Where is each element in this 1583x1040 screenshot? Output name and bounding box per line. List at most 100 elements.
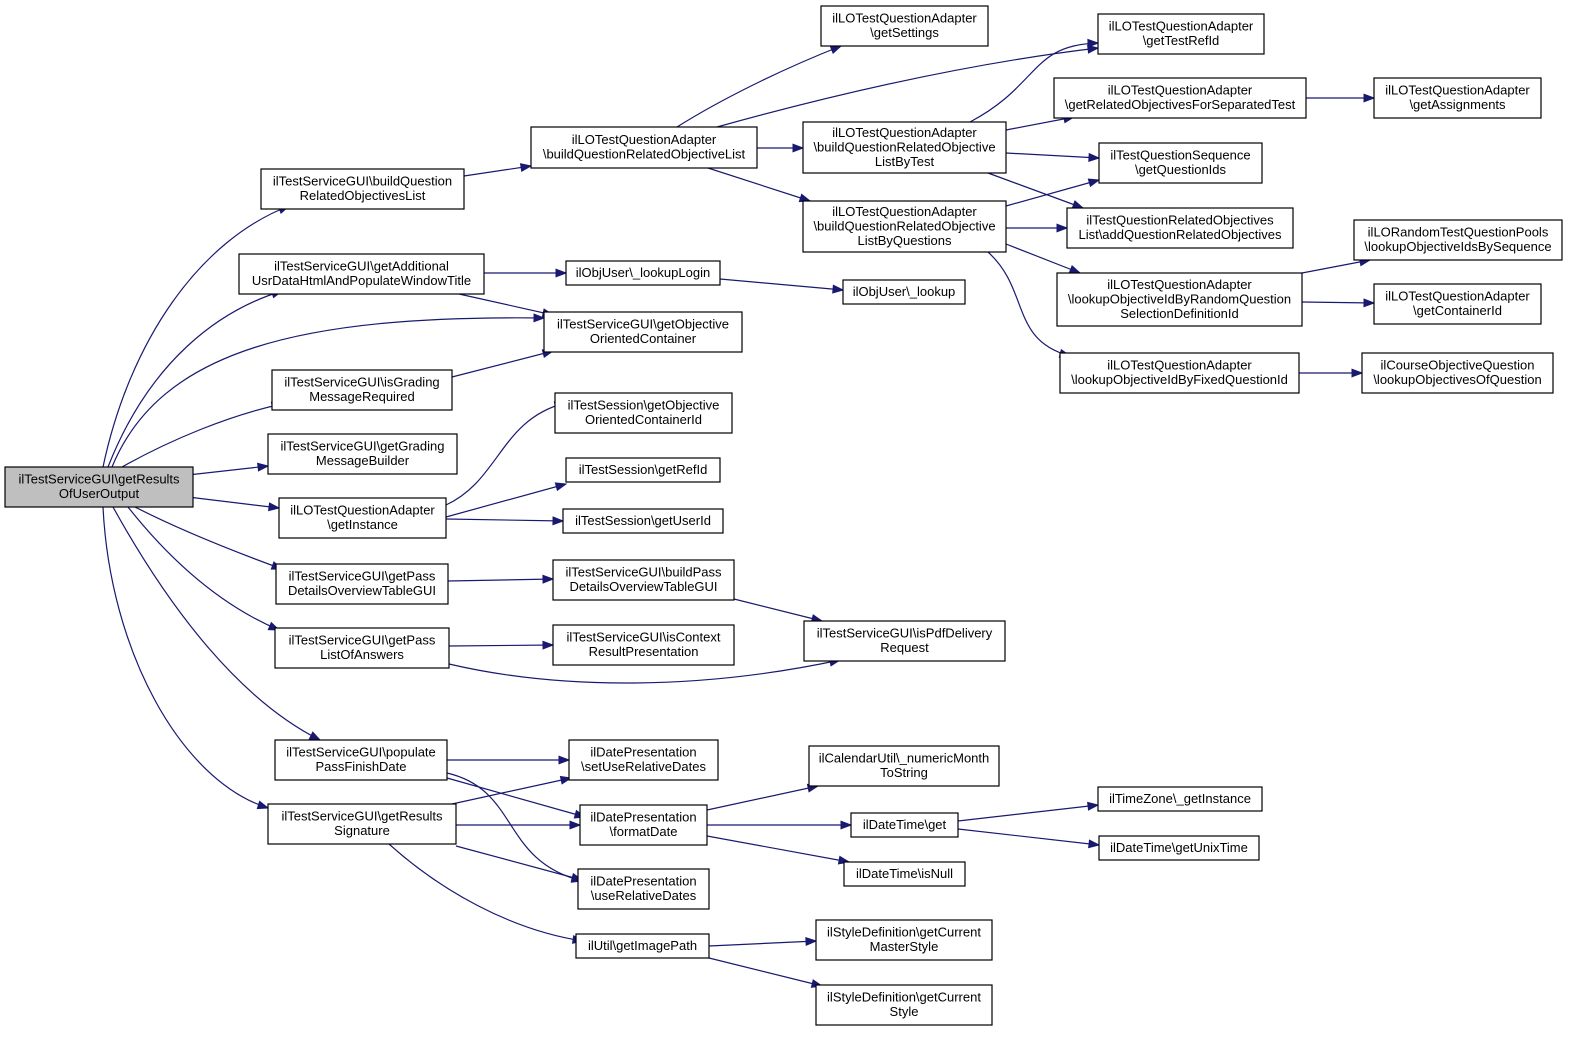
edge-line [708, 940, 817, 947]
graph-node-lbqrol[interactable]: ilLOTestQuestionAdapter\buildQuestionRel… [530, 126, 758, 169]
edge-line [707, 167, 811, 202]
edge-line [111, 317, 545, 468]
graph-node-dpur[interactable]: ilDatePresentation\useRelativeDates [577, 868, 710, 910]
graph-node-tzgi[interactable]: ilTimeZone\_getInstance [1097, 786, 1263, 812]
node-label-line: ToString [880, 765, 928, 780]
graph-node-gpdo[interactable]: ilTestServiceGUI\getPassDetailsOverviewT… [275, 563, 449, 605]
graph-node-tqro[interactable]: ilTestQuestionRelatedObjectivesList\addQ… [1066, 207, 1294, 249]
edge-root-to-gplo [127, 506, 281, 631]
graph-node-oul[interactable]: ilObjUser\_lookup [842, 279, 966, 305]
edge-lgro-to-lga [1306, 93, 1376, 103]
edge-arrowhead [1087, 44, 1100, 54]
graph-node-bpdo[interactable]: ilTestServiceGUI\buildPassDetailsOvervie… [552, 559, 735, 601]
edge-line [448, 659, 841, 684]
graph-node-tqsg[interactable]: ilTestQuestionSequence\getQuestionIds [1098, 142, 1263, 184]
node-box [260, 168, 465, 210]
node-label-line: ListOfAnswers [320, 647, 404, 662]
node-box [802, 121, 1007, 174]
edge-llofq-to-coq [1299, 368, 1364, 378]
graph-node-lgs[interactable]: ilLOTestQuestionAdapter\getSettings [820, 5, 989, 47]
edge-arrowhead [533, 313, 546, 323]
node-label-line: ilTestServiceGUI\getGrading [280, 439, 444, 454]
graph-node-lga[interactable]: ilLOTestQuestionAdapter\getAssignments [1373, 77, 1542, 119]
edge-bqro-to-lbqrol [463, 163, 533, 177]
edge-lgi-to-tsgu [445, 516, 565, 526]
edge-lbqrol-to-lgtr [716, 44, 1100, 128]
edge-line [1005, 179, 1100, 207]
node-label-line: ilCourseObjectiveQuestion [1381, 358, 1535, 373]
graph-node-oull[interactable]: ilObjUser\_lookupLogin [565, 260, 721, 286]
graph-node-lgro[interactable]: ilLOTestQuestionAdapter\getRelatedObject… [1053, 77, 1307, 119]
node-box [267, 433, 458, 475]
graph-node-lgi[interactable]: ilLOTestQuestionAdapter\getInstance [278, 497, 447, 539]
graph-node-dpfd[interactable]: ilDatePresentation\formatDate [579, 804, 708, 846]
graph-node-dtin[interactable]: ilDateTime\isNull [843, 861, 966, 887]
node-box [1097, 13, 1265, 55]
node-label-line: ilTestServiceGUI\getPass [289, 633, 436, 648]
edge-gaud-to-oull [484, 268, 568, 278]
graph-node-tsgoc[interactable]: ilTestSession\getObjectiveOrientedContai… [554, 392, 733, 434]
node-box [565, 457, 721, 483]
node-box [1098, 835, 1260, 861]
graph-node-bqro[interactable]: ilTestServiceGUI\buildQuestionRelatedObj… [260, 168, 465, 210]
edge-arrowhead [1071, 200, 1085, 209]
node-label-line: SelectionDefinitionId [1120, 306, 1239, 321]
graph-node-tsgr[interactable]: ilTestSession\getRefId [565, 457, 721, 483]
graph-node-tsgu[interactable]: ilTestSession\getUserId [562, 508, 724, 534]
edge-line [706, 835, 850, 863]
graph-node-icrp[interactable]: ilTestServiceGUI\isContextResultPresenta… [552, 624, 735, 666]
edge-dpfd-to-dtin [706, 835, 851, 865]
graph-node-lbqt[interactable]: ilLOTestQuestionAdapter\buildQuestionRel… [802, 121, 1007, 174]
graph-node-coq[interactable]: ilCourseObjectiveQuestion\lookupObjectiv… [1361, 352, 1554, 394]
edge-ugip-to-sdgcs [708, 957, 824, 988]
node-label-line: ilLOTestQuestionAdapter [832, 204, 977, 219]
graph-node-goc[interactable]: ilTestServiceGUI\getObjectiveOrientedCon… [543, 311, 743, 353]
node-box [1098, 142, 1263, 184]
edge-root-to-gaud [107, 289, 284, 468]
node-box [815, 919, 993, 961]
node-label-line: ilDatePresentation [590, 874, 696, 889]
graph-node-lbqq[interactable]: ilLOTestQuestionAdapter\buildQuestionRel… [802, 200, 1007, 253]
graph-node-ugip[interactable]: ilUtil\getImagePath [575, 933, 710, 959]
graph-node-dtgu[interactable]: ilDateTime\getUnixTime [1098, 835, 1260, 861]
edge-arrowhead [1087, 801, 1100, 811]
graph-node-llofq[interactable]: ilLOTestQuestionAdapter\lookupObjectiveI… [1059, 352, 1300, 394]
edge-line [451, 777, 572, 805]
graph-node-gaud[interactable]: ilTestServiceGUI\getAdditionalUsrDataHtm… [238, 253, 485, 295]
node-label-line: ilStyleDefinition\getCurrent [827, 990, 981, 1005]
edge-arrowhead [840, 820, 853, 830]
node-box [1066, 207, 1294, 249]
graph-node-lloir[interactable]: ilLOTestQuestionAdapter\lookupObjectiveI… [1056, 272, 1303, 327]
graph-node-lrtq[interactable]: ilLORandomTestQuestionPools\lookupObject… [1353, 219, 1563, 261]
node-label-line: MasterStyle [870, 939, 939, 954]
node-label-line: ListByQuestions [858, 233, 952, 248]
node-box [1373, 283, 1542, 325]
edge-line [455, 845, 583, 881]
edge-line [719, 278, 844, 291]
node-label-line: ilTestServiceGUI\getResults [281, 809, 443, 824]
node-box [803, 620, 1006, 662]
node-box [1059, 352, 1300, 394]
edge-lbqt-to-tqsg [1005, 152, 1101, 162]
graph-node-lgtr[interactable]: ilLOTestQuestionAdapter\getTestRefId [1097, 13, 1265, 55]
node-label-line: ilTimeZone\_getInstance [1109, 791, 1251, 806]
graph-node-dtg[interactable]: ilDateTime\get [850, 812, 959, 838]
graph-node-ggmb[interactable]: ilTestServiceGUI\getGradingMessageBuilde… [267, 433, 458, 475]
edge-line [187, 496, 280, 509]
graph-node-lgci[interactable]: ilLOTestQuestionAdapter\getContainerId [1373, 283, 1542, 325]
node-box [802, 200, 1007, 253]
node-box [554, 392, 733, 434]
graph-node-dpsu[interactable]: ilDatePresentation\setUseRelativeDates [568, 739, 719, 781]
edge-ppfd-to-dpfd [446, 777, 587, 819]
graph-node-igmr[interactable]: ilTestServiceGUI\isGradingMessageRequire… [271, 369, 453, 411]
edge-arrowhead [1351, 368, 1364, 378]
